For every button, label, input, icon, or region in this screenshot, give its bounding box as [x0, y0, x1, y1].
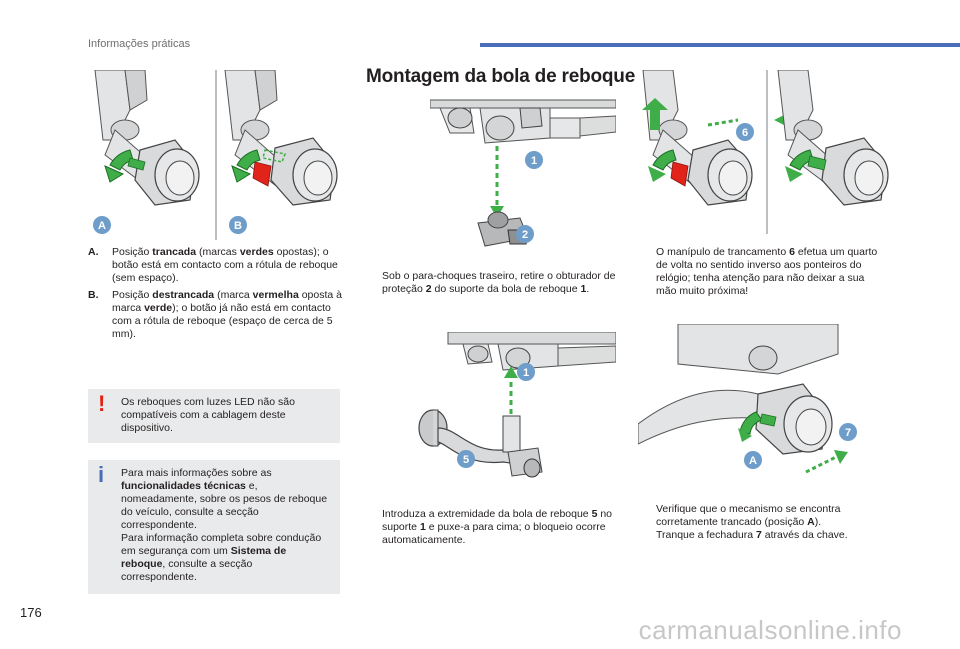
- info-text-2: Para informação completa sobre condução …: [121, 532, 322, 583]
- legend-list: A. Posição trancada (marcas verdes opost…: [88, 246, 346, 341]
- page-number: 176: [20, 605, 42, 620]
- panel-turn: [642, 70, 786, 206]
- steps-verify: Verifique que o mecanismo se encontra co…: [640, 503, 880, 542]
- step-text: Verifique que o mecanismo se encontra co…: [656, 503, 841, 528]
- figure-lock-positions: A B: [85, 70, 343, 240]
- warning-text: Os reboques com luzes LED não são compat…: [121, 396, 295, 434]
- svg-text:2: 2: [522, 229, 528, 241]
- bullet-icon: [640, 529, 650, 542]
- figure-remove-cover: 1 2: [430, 98, 616, 260]
- figure-lock-handle: 6: [638, 70, 892, 234]
- svg-text:5: 5: [463, 454, 469, 466]
- svg-text:7: 7: [845, 427, 851, 439]
- badge-a: A: [93, 216, 111, 234]
- legend-key-a: A.: [88, 246, 99, 258]
- step-lock-key: Tranque a fechadura 7 através da chave.: [640, 529, 880, 542]
- figure-insert-ball: 1 5: [408, 332, 616, 492]
- step-verify: Verifique que o mecanismo se encontra co…: [640, 503, 880, 529]
- bullet-icon: [640, 246, 650, 298]
- badge-6: 6: [736, 123, 754, 141]
- badge-1b: 1: [517, 363, 535, 381]
- legend-text-b: Posição destrancada (marca vermelha opos…: [112, 289, 342, 340]
- info-text-1: Para mais informações sobre as funcional…: [121, 467, 328, 531]
- svg-text:B: B: [234, 220, 242, 232]
- svg-text:6: 6: [742, 127, 748, 139]
- bullet-icon: [640, 503, 650, 529]
- step-text: Introduza a extremidade da bola de reboq…: [382, 508, 613, 546]
- svg-text:1: 1: [523, 367, 529, 379]
- panel-locked: [777, 70, 889, 206]
- legend-key-b: B.: [88, 289, 99, 301]
- badge-a-right: A: [744, 451, 762, 469]
- panel-a: [89, 70, 209, 240]
- watermark: carmanualsonline.info: [638, 615, 902, 645]
- legend-text-a: Posição trancada (marcas verdes opostas)…: [112, 246, 338, 284]
- badge-7: 7: [839, 423, 857, 441]
- svg-text:A: A: [98, 220, 106, 232]
- warning-note: ! Os reboques com luzes LED não são comp…: [88, 389, 340, 443]
- badge-b: B: [229, 216, 247, 234]
- badge-5: 5: [457, 450, 475, 468]
- warning-icon: !: [98, 391, 106, 416]
- step-remove-cover: Sob o para-choques traseiro, retire o ob…: [366, 270, 616, 296]
- figure-check-locked: 7 A: [638, 324, 864, 484]
- badge-2: 2: [516, 225, 534, 243]
- step-text: Sob o para-choques traseiro, retire o ob…: [382, 270, 616, 295]
- step-insert-ball: Introduza a extremidade da bola de reboq…: [366, 508, 616, 547]
- step-text: Tranque a fechadura 7 através da chave.: [656, 529, 848, 541]
- info-note: i Para mais informações sobre as funcion…: [88, 460, 340, 594]
- header-accent-bar: [480, 43, 960, 47]
- info-icon: i: [98, 462, 105, 487]
- legend-item-b: B. Posição destrancada (marca vermelha o…: [88, 289, 346, 341]
- page-header-title: Informações práticas: [88, 38, 191, 50]
- step-text: O manípulo de trancamento 6 efetua um qu…: [656, 246, 878, 297]
- badge-1: 1: [525, 151, 543, 169]
- legend-item-a: A. Posição trancada (marcas verdes opost…: [88, 246, 346, 285]
- bullet-icon: [366, 508, 376, 547]
- section-title: Montagem da bola de reboque: [366, 66, 636, 87]
- svg-text:A: A: [749, 455, 757, 467]
- step-lock-handle: O manípulo de trancamento 6 efetua um qu…: [640, 246, 880, 298]
- bullet-icon: [366, 270, 376, 296]
- panel-b: [224, 70, 338, 206]
- svg-text:1: 1: [531, 155, 537, 167]
